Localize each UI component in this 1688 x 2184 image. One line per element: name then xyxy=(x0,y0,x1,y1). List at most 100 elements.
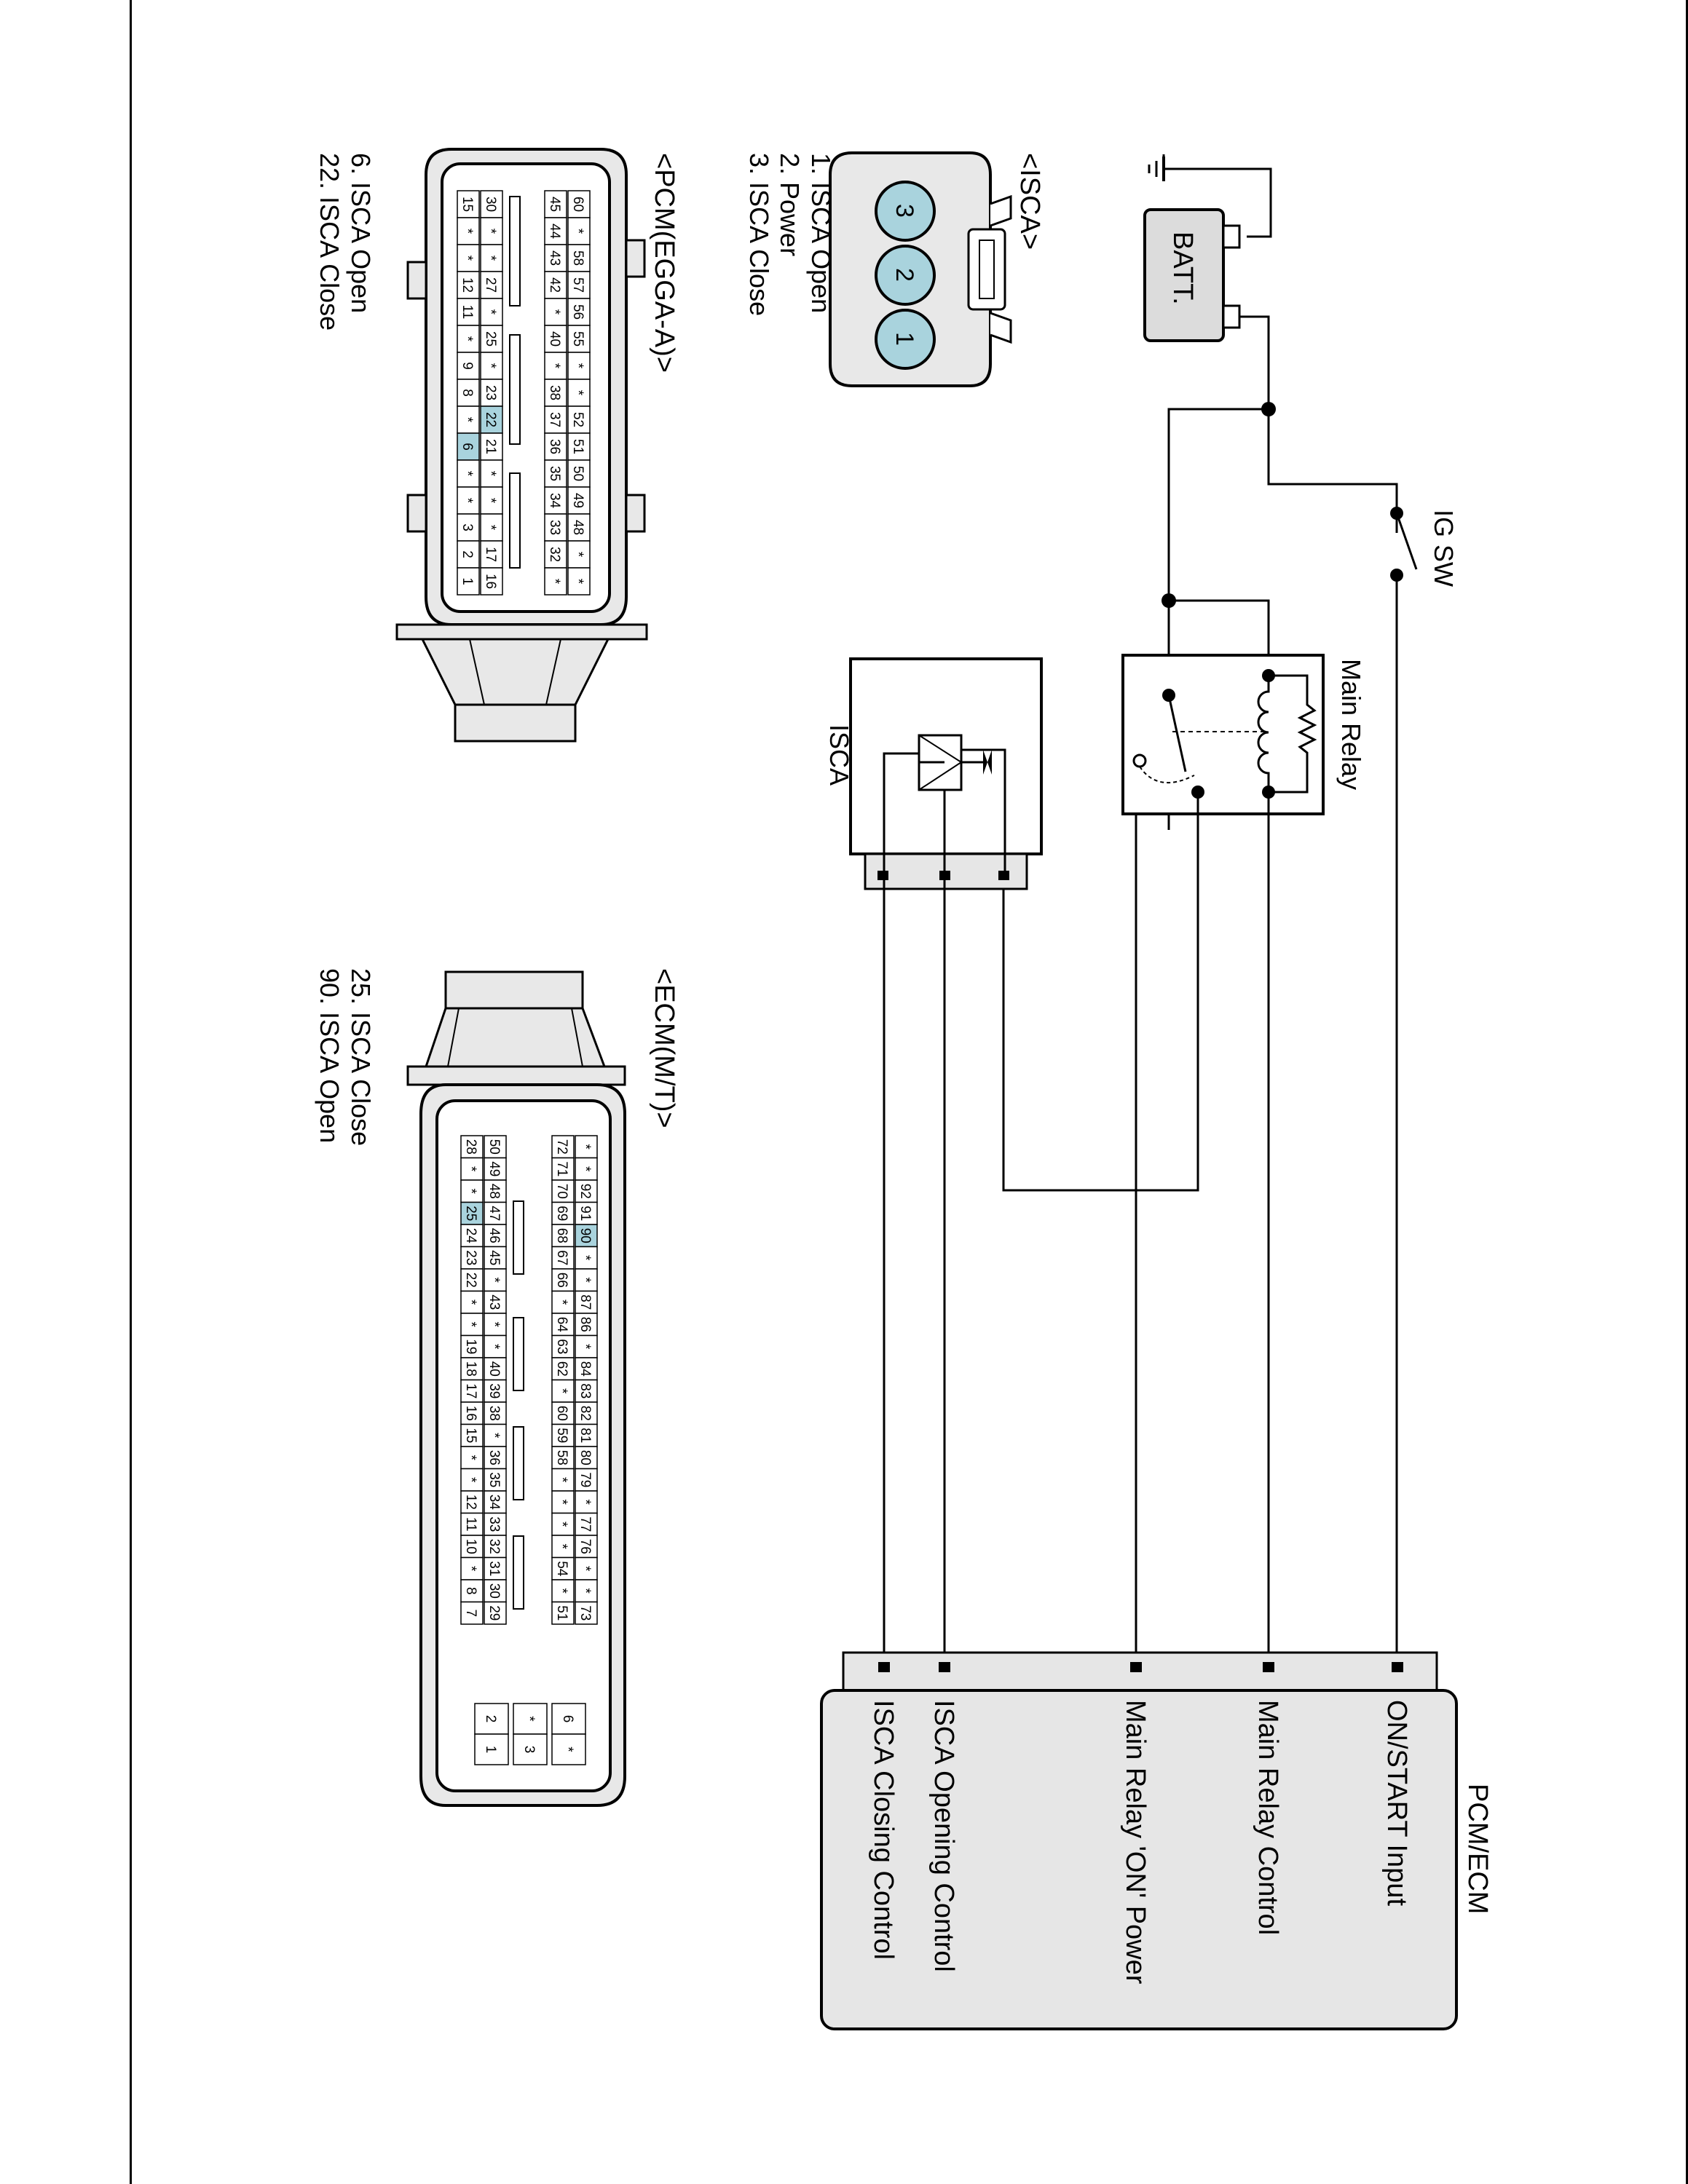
pcm-pin-label: 27 xyxy=(483,277,498,293)
ecm-pin-label: * xyxy=(554,1588,569,1594)
pcm-pin-label: 45 xyxy=(547,197,562,212)
pcm-pin-label: 11 xyxy=(460,305,475,320)
ground-symbol xyxy=(1148,154,1165,181)
ecm-pin-cell xyxy=(575,1290,598,1314)
pcm-pin-cell xyxy=(544,567,567,596)
pcm-ecm-terminal-isca-opening: ISCA Opening Control xyxy=(928,1700,959,1972)
pcm-pin-cell xyxy=(544,190,567,218)
pcm-pin-label: 17 xyxy=(483,547,498,562)
ecm-pin-cell xyxy=(460,1601,484,1625)
ecm-pin-cell xyxy=(551,1157,575,1181)
ecm-pin-cell xyxy=(460,1268,484,1292)
ecm-pin-cell xyxy=(484,1556,507,1580)
pcm-pin-cell xyxy=(457,486,480,515)
ecm-pin-label: * xyxy=(554,1388,569,1394)
pcm-pin-cell xyxy=(457,325,480,353)
ecm-pin-cell xyxy=(551,1446,575,1470)
pcm-pin-cell xyxy=(544,513,567,542)
pcm-pin-label: 16 xyxy=(483,574,498,589)
ecm-aux-pin-label: * xyxy=(521,1716,537,1722)
ecm-pin-label: * xyxy=(463,1477,478,1483)
pcm-ecm-terminal-main-relay-control: Main Relay Control xyxy=(1253,1700,1283,1935)
pcm-pin-label: * xyxy=(547,579,562,585)
ecm-pin-cell xyxy=(575,1224,598,1248)
ecm-pin-label: 7 xyxy=(463,1609,478,1617)
ecm-aux-pin-cell xyxy=(513,1733,548,1765)
ecm-pin-label: * xyxy=(577,1278,593,1283)
ecm-pin-label: 38 xyxy=(486,1406,502,1421)
pcm-pin-label: 15 xyxy=(460,197,475,212)
ecm-pin-label: 25 xyxy=(463,1206,478,1221)
ecm-pin-label: 68 xyxy=(554,1228,569,1243)
ecm-aux-pin-cell xyxy=(474,1703,509,1735)
ecm-pin-cell xyxy=(484,1535,507,1559)
pcm-pin-label: * xyxy=(483,498,498,504)
pcm-pin-cell xyxy=(567,271,591,299)
pcm-pin-label: 42 xyxy=(547,277,562,293)
ecm-pin-label: 36 xyxy=(486,1450,502,1465)
ecm-pin-label: * xyxy=(463,1299,478,1305)
ecm-pin-cell xyxy=(551,1556,575,1580)
ecm-pin-label: 77 xyxy=(577,1516,593,1532)
ecm-pin-cell xyxy=(460,1201,484,1225)
ecm-pin-label: 17 xyxy=(463,1383,478,1398)
pcm-pin-label: * xyxy=(570,552,585,558)
pcm-pin-label: 6 xyxy=(460,443,475,451)
isca-connector-title: <ISCA> xyxy=(1014,153,1045,250)
ecm-pin-label: 83 xyxy=(577,1383,593,1398)
ecm-aux-pin-cell xyxy=(551,1733,586,1765)
pcm-pin-label: 44 xyxy=(547,223,562,240)
ecm-pin-label: 81 xyxy=(577,1428,593,1443)
pcm-pin-label: * xyxy=(460,471,475,477)
ecm-pin-label: 73 xyxy=(577,1605,593,1621)
ecm-pin-cell xyxy=(484,1179,507,1203)
pcm-pin-cell xyxy=(567,325,591,353)
ig-switch: IG SW xyxy=(1390,507,1459,587)
ecm-pin-cell xyxy=(551,1601,575,1625)
ecm-pin-label: * xyxy=(463,1166,478,1172)
ecm-pin-label: 71 xyxy=(554,1161,569,1176)
ecm-pin-label: 51 xyxy=(554,1605,569,1621)
pcm-pin-label: 23 xyxy=(483,385,498,400)
ecm-pin-label: 54 xyxy=(554,1561,569,1577)
ecm-pin-label: 34 xyxy=(486,1495,502,1511)
pcm-pin-label: 3 xyxy=(460,523,475,531)
pcm-ecm-terminal-on-start: ON/START Input xyxy=(1381,1700,1412,1906)
ecm-pin-cell xyxy=(484,1468,507,1492)
ecm-pin-cell xyxy=(484,1357,507,1381)
pcm-pin-label: 43 xyxy=(547,250,562,266)
pcm-ecm-terminal-isca-closing: ISCA Closing Control xyxy=(868,1700,899,1960)
ecm-pin-cell xyxy=(460,1246,484,1270)
pcm-pin-label: 32 xyxy=(547,547,562,562)
ecm-pin-cell xyxy=(460,1224,484,1248)
pcm-pin-label: 38 xyxy=(547,385,562,400)
pcm-pin-label: 50 xyxy=(570,466,585,481)
pcm-pin-label: * xyxy=(483,229,498,234)
pcm-pin-cell xyxy=(480,540,503,569)
ecm-pin-cell xyxy=(575,1512,598,1536)
ecm-pin-cell xyxy=(484,1579,507,1603)
pcm-pin-cell xyxy=(457,190,480,218)
ecm-aux-pin-label: 6 xyxy=(560,1715,575,1723)
pcm-pin-cell xyxy=(457,540,480,569)
pcm-pin-label: 8 xyxy=(460,389,475,397)
ecm-pin-label: * xyxy=(577,1588,593,1594)
pcm-pin-grid: 60*58575655**5251504948**45444342*40*383… xyxy=(457,190,591,596)
pcm-pin-label: * xyxy=(460,498,475,504)
ecm-pin-label: 76 xyxy=(577,1539,593,1554)
ecm-aux-pin-label: 2 xyxy=(483,1715,498,1723)
pcm-pin-label: * xyxy=(460,256,475,261)
ecm-pin-label: 60 xyxy=(554,1406,569,1421)
ecm-pin-label: * xyxy=(554,1544,569,1550)
ecm-pin-cell xyxy=(460,1446,484,1470)
ecm-pin-label: * xyxy=(486,1322,502,1328)
pcm-pin-label: * xyxy=(547,363,562,369)
ecm-pin-cell xyxy=(551,1334,575,1358)
isca-pin-label-3: 3 xyxy=(891,204,918,218)
pcm-pin-label: 12 xyxy=(460,277,475,293)
ecm-pin-label: 32 xyxy=(486,1539,502,1554)
ecm-pin-cell xyxy=(484,1601,507,1625)
ecm-pin-cell xyxy=(551,1512,575,1536)
pcm-pin-label: 57 xyxy=(570,277,585,293)
